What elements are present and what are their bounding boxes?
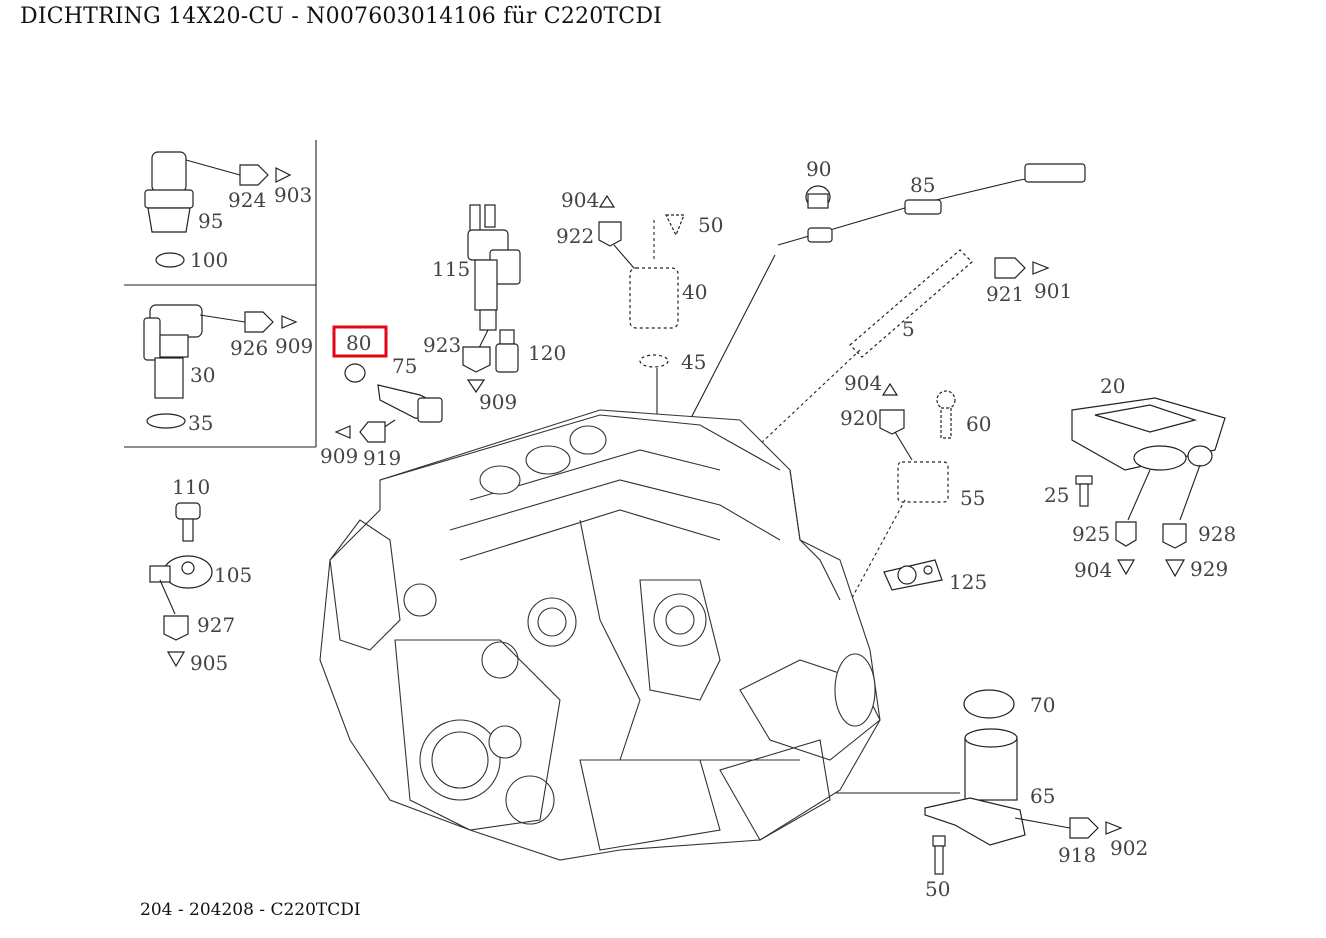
label-75: 75	[392, 354, 417, 378]
sensor-55[interactable]	[839, 461, 949, 621]
bolt-50-bottom[interactable]	[932, 835, 946, 875]
connector-921[interactable]	[994, 257, 1050, 279]
sensor-30[interactable]	[143, 304, 246, 399]
label-927: 927	[197, 613, 235, 637]
label-50-a: 50	[698, 213, 723, 237]
label-125: 125	[949, 570, 987, 594]
connector-924[interactable]	[239, 164, 292, 186]
injector-40[interactable]	[629, 220, 679, 329]
label-65: 65	[1030, 784, 1055, 808]
connector-923[interactable]	[462, 346, 491, 394]
label-901: 901	[1034, 279, 1072, 303]
connector-928[interactable]	[1162, 523, 1187, 578]
label-80: 80	[346, 331, 371, 355]
pressure-sensor-95[interactable]	[144, 151, 241, 233]
label-929: 929	[1190, 557, 1228, 581]
exhaust-temp-sensor-85[interactable]	[689, 163, 1086, 421]
clip-50-top[interactable]	[665, 214, 685, 237]
connector-926[interactable]	[244, 311, 298, 333]
label-105: 105	[214, 563, 252, 587]
cap-120[interactable]	[495, 329, 519, 373]
label-902: 902	[1110, 836, 1148, 860]
label-70: 70	[1030, 693, 1055, 717]
bolt-110[interactable]	[175, 502, 201, 542]
connector-918[interactable]	[1069, 817, 1123, 839]
label-100: 100	[190, 248, 228, 272]
label-110: 110	[172, 475, 210, 499]
control-unit-20[interactable]	[1071, 397, 1226, 521]
label-920: 920	[840, 406, 878, 430]
label-909-c: 909	[479, 390, 517, 414]
label-115: 115	[432, 257, 470, 281]
label-55: 55	[960, 486, 985, 510]
label-905: 905	[190, 651, 228, 675]
bolt-25[interactable]	[1075, 475, 1093, 507]
footer-model-info: 204 - 204208 - C220TCDI	[140, 900, 361, 920]
engine-assembly	[319, 409, 881, 861]
seal-ring-100[interactable]	[155, 252, 185, 268]
connector-920[interactable]	[879, 382, 913, 461]
label-922: 922	[556, 224, 594, 248]
sealing-ring-80[interactable]	[344, 363, 366, 383]
valve-115[interactable]	[467, 204, 521, 351]
label-60: 60	[966, 412, 991, 436]
label-5: 5	[902, 317, 915, 341]
label-923: 923	[423, 333, 461, 357]
label-45: 45	[681, 350, 706, 374]
label-90: 90	[806, 157, 831, 181]
connector-919[interactable]	[334, 421, 386, 443]
label-25: 25	[1044, 483, 1069, 507]
label-20: 20	[1100, 374, 1125, 398]
knock-sensor-105[interactable]	[149, 555, 213, 615]
label-85: 85	[910, 173, 935, 197]
label-925: 925	[1072, 522, 1110, 546]
left-panel-frame	[124, 140, 317, 448]
bolt-60[interactable]	[936, 390, 956, 439]
label-909-a: 909	[275, 334, 313, 358]
label-904-c: 904	[1074, 558, 1112, 582]
label-921: 921	[986, 282, 1024, 306]
label-928: 928	[1198, 522, 1236, 546]
label-919: 919	[363, 446, 401, 470]
connector-922[interactable]	[598, 194, 641, 276]
label-40: 40	[682, 280, 707, 304]
page-title: DICHTRING 14X20-CU - N007603014106 für C…	[20, 4, 663, 29]
gasket-125[interactable]	[883, 559, 943, 591]
label-50-b: 50	[925, 877, 950, 901]
label-904-a: 904	[561, 188, 599, 212]
label-30: 30	[190, 363, 215, 387]
label-903: 903	[274, 183, 312, 207]
label-924: 924	[228, 188, 266, 212]
connector-925[interactable]	[1115, 521, 1137, 576]
label-926: 926	[230, 336, 268, 360]
label-95: 95	[198, 209, 223, 233]
plug-90[interactable]	[805, 185, 831, 209]
part-labels: 95 924 903 100 926 909 30 35 80 75 909 9…	[172, 157, 1236, 901]
oring-70[interactable]	[963, 689, 1015, 719]
label-918: 918	[1058, 843, 1096, 867]
label-909-b: 909	[320, 444, 358, 468]
label-904-b: 904	[844, 371, 882, 395]
label-120: 120	[528, 341, 566, 365]
oil-level-sensor-65[interactable]	[795, 728, 1071, 846]
label-35: 35	[188, 411, 213, 435]
highlight-box-80	[332, 325, 388, 358]
seal-45[interactable]	[639, 354, 669, 368]
seal-ring-35[interactable]	[146, 413, 186, 429]
sensor-75[interactable]	[377, 384, 443, 431]
connector-927[interactable]	[163, 615, 189, 668]
